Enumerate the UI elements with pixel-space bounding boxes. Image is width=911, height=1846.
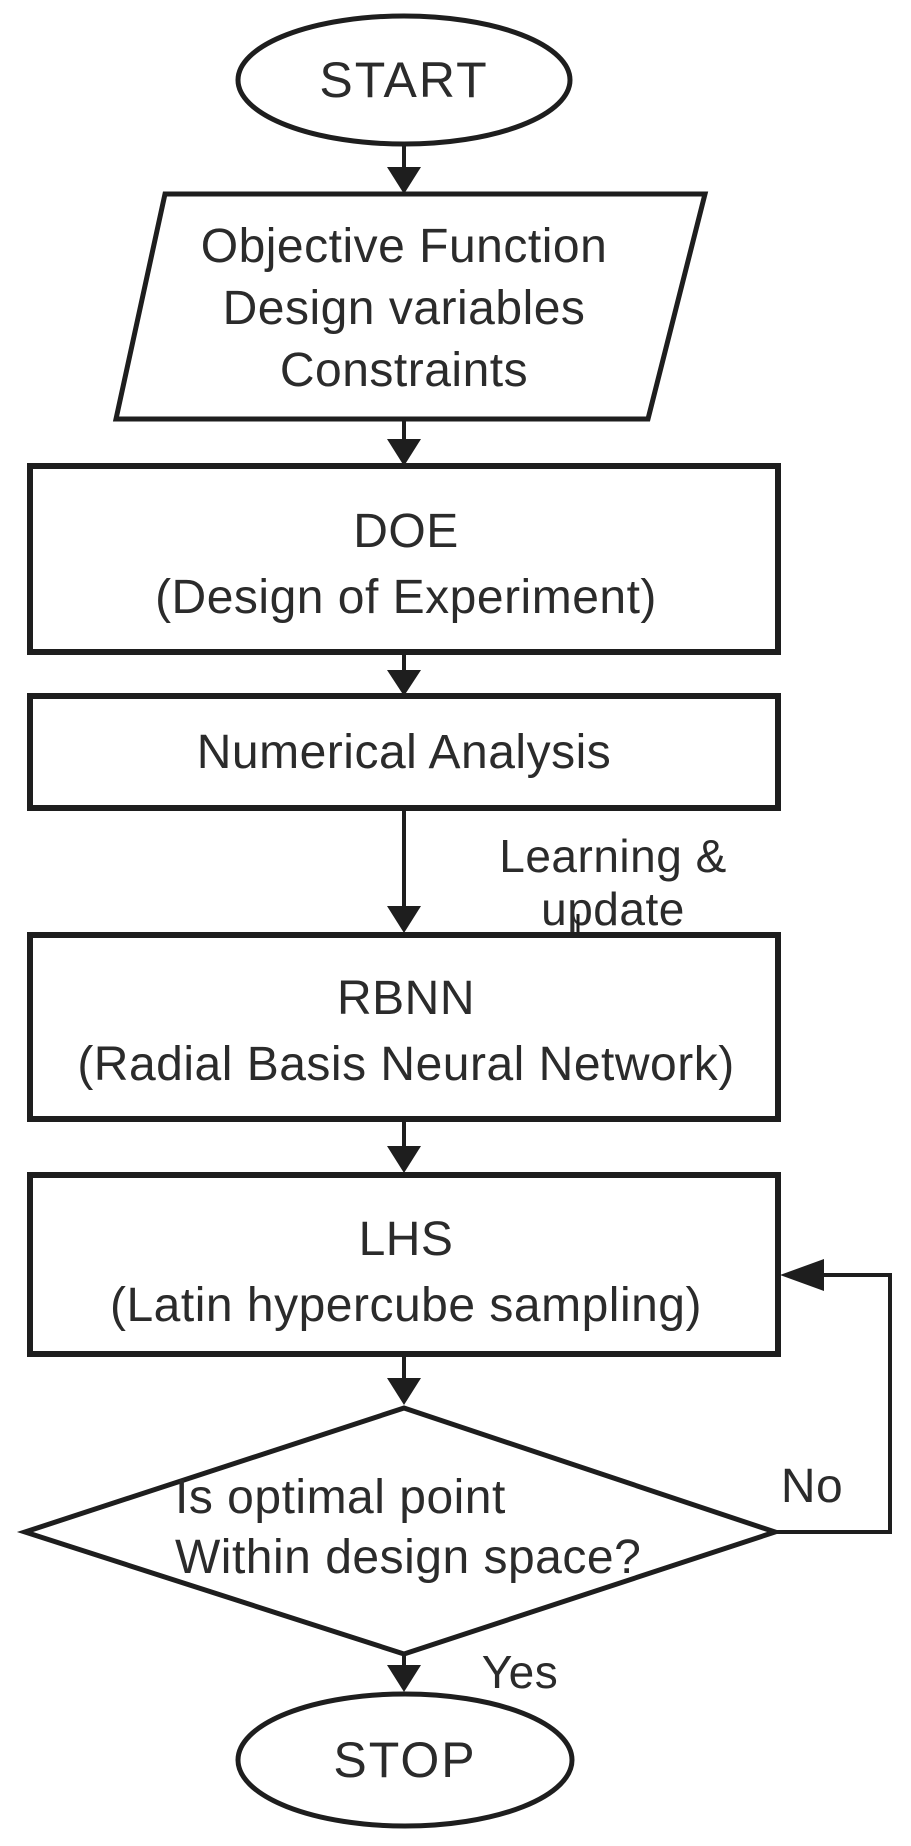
rbnn-box-shape [27, 932, 781, 1122]
doe-box-shape [27, 463, 781, 655]
arrowhead-left-icon [780, 1259, 824, 1291]
node-doe: DOE (Design of Experiment) [27, 463, 781, 655]
edge-lhs-to-decision [387, 1356, 421, 1405]
edge-decision-to-stop: Yes [387, 1646, 558, 1698]
edge-no-loop: No [775, 1259, 892, 1534]
inputs-label-line3: Constraints [280, 344, 528, 397]
arrowhead-down-icon [387, 439, 421, 466]
rbnn-label-line2: (Radial Basis Neural Network) [77, 1038, 734, 1091]
node-lhs: LHS (Latin hypercube sampling) [27, 1172, 781, 1357]
lhs-box-shape [27, 1172, 781, 1357]
decision-diamond-shape [16, 1405, 783, 1657]
node-stop: STOP [235, 1691, 575, 1829]
start-oval-shape [235, 13, 573, 147]
numerical-analysis-label: Numerical Analysis [197, 726, 611, 779]
doe-label-line2: (Design of Experiment) [155, 571, 657, 624]
no-label: No [781, 1460, 843, 1513]
inputs-parallelogram-shape [112, 191, 709, 422]
no-loop-line [775, 1273, 892, 1534]
doe-label-line1: DOE [353, 505, 459, 558]
arrowhead-down-icon [387, 1665, 421, 1692]
stop-oval-shape [235, 1691, 575, 1829]
arrowhead-down-icon [387, 906, 421, 933]
yes-label: Yes [482, 1646, 559, 1698]
lhs-label-line2: (Latin hypercube sampling) [110, 1279, 702, 1332]
node-start: START [235, 13, 573, 147]
edge-numerical-to-rbnn: Learning & update [387, 810, 727, 935]
stop-label: STOP [333, 1732, 476, 1788]
arrowhead-down-icon [387, 167, 421, 194]
inputs-label-line2: Design variables [223, 282, 586, 335]
edge-rbnn-to-lhs [387, 1121, 421, 1173]
lhs-label-line1: LHS [359, 1213, 454, 1266]
node-numerical-analysis: Numerical Analysis [27, 693, 781, 811]
node-decision: Is optimal point Within design space? [16, 1405, 783, 1657]
learning-update-label-line1: Learning & [499, 830, 727, 882]
arrowhead-down-icon [387, 1146, 421, 1173]
rbnn-label-line1: RBNN [337, 972, 475, 1025]
arrowhead-down-icon [387, 670, 421, 696]
decision-label-line2: Within design space? [175, 1531, 641, 1584]
edge-start-to-inputs [387, 145, 421, 194]
numerical-analysis-box-shape [27, 693, 781, 811]
node-inputs: Objective Function Design variables Cons… [112, 191, 709, 422]
learning-update-label-line2: update [541, 883, 685, 935]
edge-inputs-to-doe [387, 421, 421, 466]
start-label: START [319, 52, 488, 108]
edge-doe-to-numerical [387, 654, 421, 696]
inputs-label-line1: Objective Function [201, 220, 608, 273]
decision-label-line1: Is optimal point [175, 1471, 506, 1524]
arrowhead-down-icon [387, 1378, 421, 1405]
node-rbnn: RBNN (Radial Basis Neural Network) [27, 932, 781, 1122]
